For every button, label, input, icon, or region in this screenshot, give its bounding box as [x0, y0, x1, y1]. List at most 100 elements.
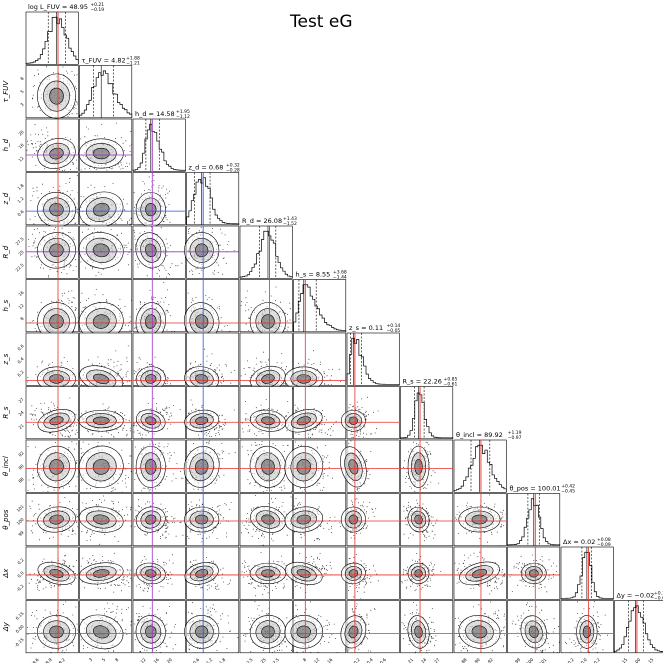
scatter-points: [28, 554, 78, 591]
panel-hd-theta_pos: [132, 493, 186, 547]
panel-dx-dx: [560, 546, 614, 600]
panel-Rs-dy: [400, 600, 454, 654]
panel-logL-dy: [25, 600, 79, 654]
panel-dy-dy: [614, 600, 663, 654]
y-tick-label: 1.8: [16, 183, 24, 191]
scatter-cloud: [134, 554, 174, 592]
contour-level: [520, 615, 547, 649]
y-tick-label: 92: [17, 450, 25, 458]
contour-level: [296, 416, 311, 426]
contour-level: [285, 561, 323, 585]
contour-level: [85, 237, 117, 263]
panel-frame: [25, 11, 79, 65]
panel-tau-dy: [79, 600, 133, 654]
x-tick-label: 0.2: [353, 657, 361, 663]
panel-frame: [346, 332, 400, 386]
summary-minus-theta_incl: −0.97: [508, 435, 522, 441]
y-tick-label: -0.15: [14, 637, 25, 648]
contour-level: [579, 620, 595, 644]
contour-level: [290, 565, 317, 582]
contour-level: [195, 625, 209, 639]
panel-zd-hs: [183, 279, 240, 341]
figure-title: Test eG: [290, 12, 353, 32]
panel-hd-zd: [132, 172, 186, 228]
y-axis-label-dy: Δy: [2, 621, 10, 632]
contour-level: [296, 514, 311, 525]
summary-minus-tau: −1.21: [126, 61, 140, 67]
histogram-logL: [25, 16, 79, 65]
contour-level: [195, 514, 209, 525]
panel-frame: [293, 279, 347, 333]
histogram-dy: [614, 605, 663, 653]
x-tick-label: -0.2: [565, 657, 575, 663]
x-tick-label: 24: [420, 657, 428, 663]
x-tick-label: 1.2: [205, 657, 213, 663]
x-tick-label: 90: [474, 657, 482, 663]
contour-level: [85, 510, 117, 529]
contour-level: [85, 565, 117, 581]
contour-level: [344, 452, 363, 481]
x-tick-label: 1.8: [218, 657, 226, 663]
summary-plus-zd: +0.32: [226, 163, 240, 169]
y-tick-label: 12: [17, 155, 25, 163]
scatter-points: [133, 356, 171, 386]
summary-minus-Rs: −0.61: [444, 382, 458, 388]
histogram-hs: [293, 284, 347, 332]
panel-zd-dx: [184, 546, 240, 600]
y-tick-label: 0.6: [16, 209, 24, 217]
scatter-points: [134, 605, 177, 653]
panel-theta_pos-theta_pos: [507, 493, 561, 547]
x-tick-label: 48.9: [43, 657, 53, 663]
contour-level: [85, 413, 117, 429]
contour-level: [340, 615, 367, 649]
contour-level: [296, 569, 311, 578]
contour-level: [43, 565, 70, 582]
summary-label-logL: log L_FUV = 48.95: [28, 3, 88, 11]
panel-tau-theta_incl: [78, 439, 133, 493]
y-tick-label: 27.5: [15, 236, 25, 246]
contour-level: [524, 566, 543, 581]
contour-level: [465, 565, 494, 582]
x-tick-label: 8: [114, 657, 120, 663]
contour-level: [296, 374, 312, 384]
contour-level: [261, 314, 275, 329]
panel-hd-Rd: [132, 225, 186, 279]
y-tick-label: 27: [17, 397, 25, 405]
contour-level: [340, 446, 367, 488]
x-tick-label: 0.15: [644, 657, 654, 663]
contour-level: [49, 314, 64, 329]
contour-level: [140, 510, 162, 529]
contour-level: [145, 374, 157, 384]
panel-theta_incl-theta_pos: [453, 493, 507, 547]
contour-level: [184, 232, 220, 269]
summary-plus-Rs: +0.85: [444, 377, 458, 383]
contour-level: [296, 625, 312, 639]
y-axis-label-zs: z_s: [2, 353, 10, 365]
contour-level: [37, 73, 76, 119]
contour-level: [458, 506, 501, 533]
panel-hs-Rs: [285, 386, 347, 440]
y-axis-label-dx: Δx: [2, 568, 10, 579]
contour-level: [49, 87, 64, 105]
panel-logL-theta_incl: [25, 439, 79, 493]
panel-hd-dy: [132, 600, 186, 654]
contour-level: [189, 237, 214, 263]
panel-Rd-theta_incl: [239, 439, 293, 493]
panel-hs-theta_incl: [284, 439, 347, 493]
panel-Rs-Rs: [400, 386, 454, 440]
summary-label-Rd: R_d = 26.08: [242, 217, 282, 225]
contour-level: [284, 615, 324, 649]
contour-level: [528, 569, 539, 578]
contour-level: [255, 510, 281, 529]
contour-level: [407, 445, 430, 488]
panel-frame: [239, 225, 293, 279]
panel-logL-zs: [25, 332, 79, 392]
contour-level: [37, 445, 77, 488]
contour-level: [411, 566, 426, 581]
contour-level: [92, 625, 110, 639]
contour-level: [49, 625, 64, 639]
contour-level: [189, 565, 214, 582]
contour-level: [459, 561, 500, 586]
summary-plus-tau: +1.88: [126, 56, 140, 62]
